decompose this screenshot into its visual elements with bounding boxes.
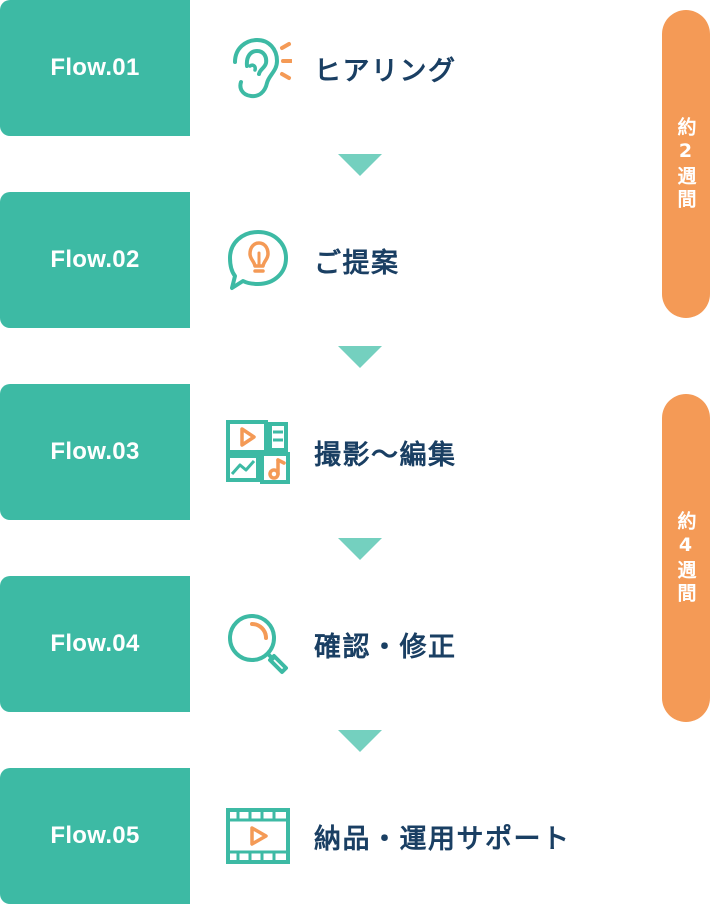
step-title: ヒアリング — [314, 55, 457, 87]
step-title: 撮影〜編集 — [314, 439, 457, 471]
magnifier-icon — [228, 614, 288, 674]
flow-step-2: Flow.02 ご提案 — [0, 192, 640, 328]
video-film-icon — [226, 808, 290, 864]
media-files-icon — [226, 420, 290, 484]
flow-step-1: Flow.01 ヒアリング — [0, 0, 640, 136]
down-arrow-icon — [338, 154, 382, 176]
flow-label: Flow.05 — [0, 768, 190, 904]
down-arrow-icon — [338, 538, 382, 560]
down-arrow-icon — [338, 346, 382, 368]
step-title: 確認・修正 — [314, 631, 457, 663]
duration-badge-2-weeks: 約2週間 — [662, 10, 710, 318]
duration-badge-4-weeks: 約4週間 — [662, 394, 710, 722]
flow-label: Flow.01 — [0, 0, 190, 136]
ear-listening-icon — [233, 37, 292, 99]
step-title: ご提案 — [314, 247, 400, 279]
flow-step-5: Flow.05 納品・運用サポート — [0, 768, 640, 904]
lightbulb-speech-bubble-icon — [228, 230, 288, 290]
flow-step-4: Flow.04 確認・修正 — [0, 576, 640, 712]
duration-text: 約2週間 — [674, 116, 697, 212]
flow-label: Flow.03 — [0, 384, 190, 520]
down-arrow-icon — [338, 730, 382, 752]
step-title: 納品・運用サポート — [314, 823, 571, 855]
flow-label: Flow.04 — [0, 576, 190, 712]
flow-label: Flow.02 — [0, 192, 190, 328]
flow-step-3: Flow.03 撮影〜編集 — [0, 384, 640, 520]
duration-text: 約4週間 — [674, 510, 697, 606]
